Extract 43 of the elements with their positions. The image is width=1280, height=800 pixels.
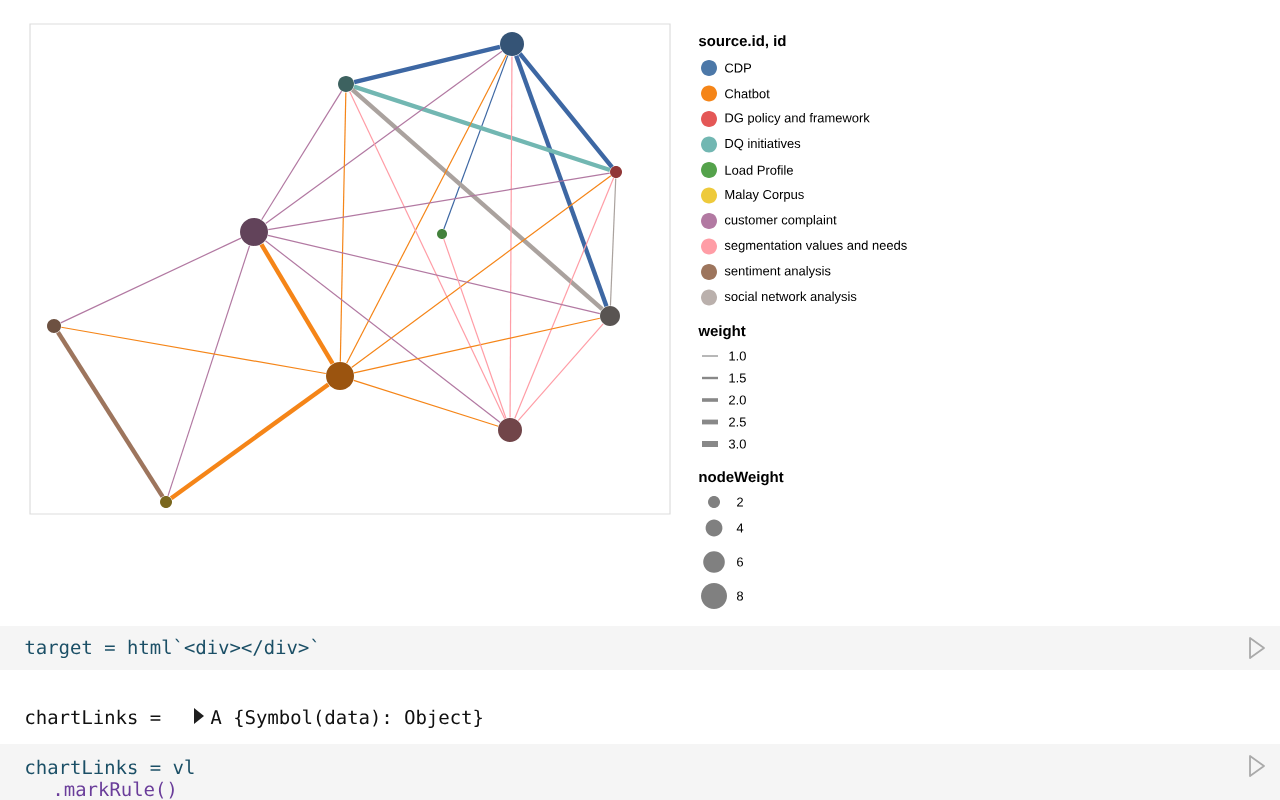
network-link (169, 382, 330, 501)
network-node (338, 76, 354, 92)
network-link (517, 323, 604, 422)
network-link (350, 87, 604, 311)
network-link (267, 234, 601, 315)
network-node (240, 218, 268, 246)
network-link (265, 50, 503, 225)
network-link (267, 172, 611, 231)
network-link (339, 91, 347, 363)
network-node (600, 306, 620, 326)
network-link (259, 243, 335, 365)
network-link (514, 54, 609, 307)
network-node (500, 32, 524, 56)
network-link (60, 237, 242, 324)
network-link (609, 177, 617, 307)
network-link (60, 326, 327, 375)
network-link (443, 55, 509, 230)
network-link (349, 91, 506, 420)
network-node (610, 166, 622, 178)
network-node (160, 496, 172, 508)
network-link (353, 379, 499, 427)
network-link (167, 245, 251, 497)
network-link (56, 331, 165, 498)
code-line: .markRule() (56, 781, 174, 799)
network-link (353, 44, 501, 85)
network-link (518, 52, 614, 169)
network-link (443, 238, 507, 419)
network-node (326, 362, 354, 390)
network-link (353, 317, 601, 374)
network-link (261, 90, 343, 221)
code-line: A {Symbol(data): Object} (210, 709, 482, 728)
code-line: target = html`<div></div>` (25, 638, 317, 659)
network-link (514, 177, 615, 420)
network-node (437, 229, 447, 239)
network-node (47, 319, 61, 333)
network-link (264, 240, 501, 424)
network-link (353, 84, 611, 173)
network-link (351, 175, 612, 369)
network-link (509, 55, 513, 419)
network-link (346, 54, 507, 364)
code-line: chartLinks = vl (26, 759, 194, 775)
code-line: chartLinks = (26, 709, 161, 725)
network-node (498, 418, 522, 442)
